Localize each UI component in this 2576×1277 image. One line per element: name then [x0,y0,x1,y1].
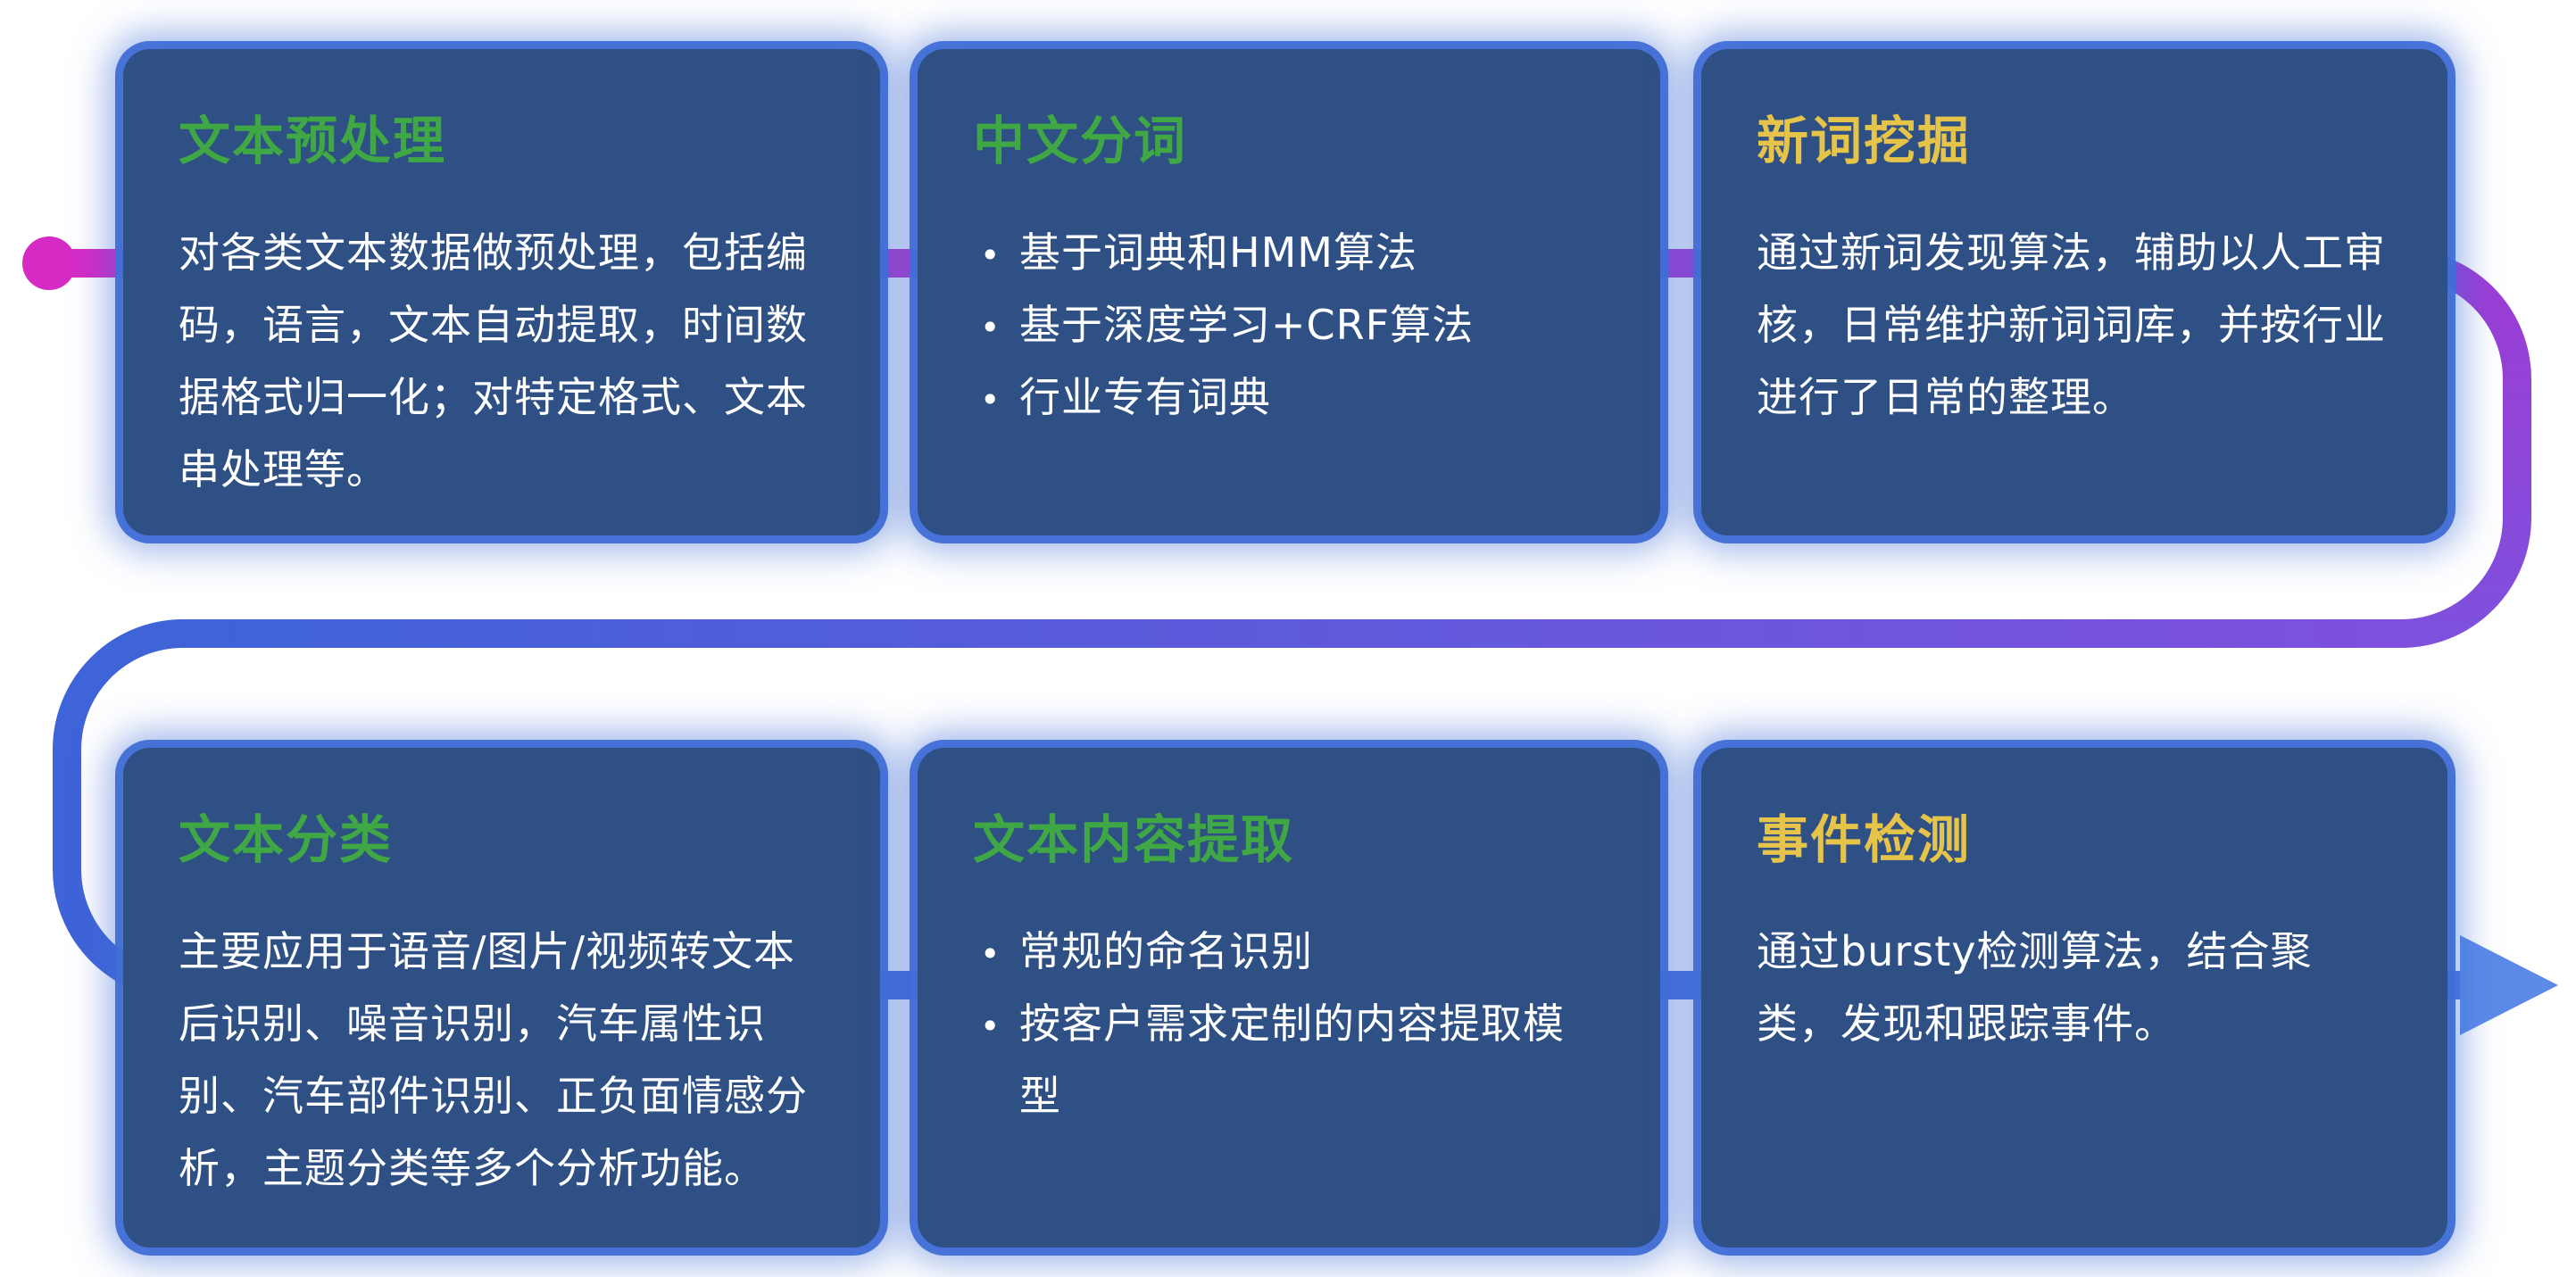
card-text-content-extraction: 文本内容提取 • 常规的命名识别 • 按客户需求定制的内容提取模型 [918,748,1660,1248]
card-title: 事件检测 [1757,809,1972,870]
flow-line-right-curve [2400,249,2531,648]
card-chinese-word-segmentation: 中文分词 • 基于词典和HMM算法 • 基于深度学习+CRF算法 • 行业专有词… [918,49,1660,535]
card-body: 对各类文本数据做预处理，包括编码，语言，文本自动提取，时间数据格式归一化；对特定… [179,228,808,493]
bullet-text: 按客户需求定制的内容提取模型 [1019,999,1565,1120]
card-body: 主要应用于语音/图片/视频转文本后识别、噪音识别，汽车属性识别、汽车部件识别、正… [179,927,808,1192]
bullet-item: • 常规的命名识别 [973,916,1605,988]
bullet-item: • 基于深度学习+CRF算法 [973,289,1605,361]
card-body: 通过bursty检测算法，结合聚类，发现和跟踪事件。 [1757,927,2313,1048]
bullet-icon: • [980,379,1001,419]
card-title: 文本内容提取 [973,809,1295,870]
bullet-item: • 行业专有词典 [973,361,1605,434]
bullet-icon: • [980,236,1001,275]
card-new-word-mining: 新词挖掘 通过新词发现算法，辅助以人工审核，日常维护新词词库，并按行业进行了日常… [1701,49,2447,535]
card-title: 文本预处理 [179,111,447,171]
bullet-item: • 基于词典和HMM算法 [973,217,1605,289]
bullet-text: 基于深度学习+CRF算法 [1019,300,1475,349]
card-event-detection: 事件检测 通过bursty检测算法，结合聚类，发现和跟踪事件。 [1701,748,2447,1248]
card-bullet-list: • 常规的命名识别 • 按客户需求定制的内容提取模型 [973,916,1605,1132]
flow-arrow-icon [2460,935,2558,1035]
card-title: 中文分词 [973,111,1188,171]
card-title: 文本分类 [179,809,394,870]
bullet-icon: • [980,934,1001,974]
bullet-text: 常规的命名识别 [1019,927,1313,975]
bullet-icon: • [980,1006,1001,1046]
bullet-icon: • [980,307,1001,347]
bullet-item: • 按客户需求定制的内容提取模型 [973,988,1605,1132]
bullet-text: 基于词典和HMM算法 [1019,228,1417,277]
card-text-classification: 文本分类 主要应用于语音/图片/视频转文本后识别、噪音识别，汽车属性识别、汽车部… [123,748,880,1248]
card-title: 新词挖掘 [1757,111,1972,171]
flow-start-dot [22,236,76,290]
card-body: 通过新词发现算法，辅助以人工审核，日常维护新词词库，并按行业进行了日常的整理。 [1757,228,2386,421]
card-bullet-list: • 基于词典和HMM算法 • 基于深度学习+CRF算法 • 行业专有词典 [973,217,1605,434]
bullet-text: 行业专有词典 [1019,372,1271,421]
card-text-preprocessing: 文本预处理 对各类文本数据做预处理，包括编码，语言，文本自动提取，时间数据格式归… [123,49,880,535]
